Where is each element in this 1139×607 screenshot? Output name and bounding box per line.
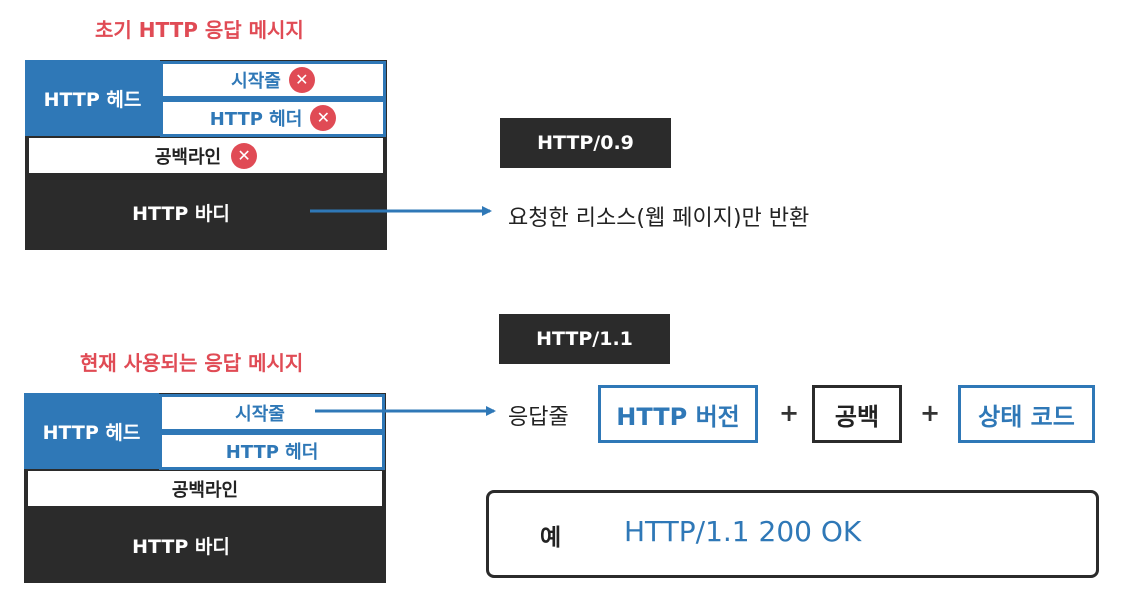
early-http-header-row: HTTP 헤더 ✕ (160, 99, 386, 137)
x-circle-icon: ✕ (288, 67, 315, 93)
version-tag-http11: HTTP/1.1 (499, 314, 670, 364)
current-http-head-label: HTTP 헤드 (24, 393, 159, 469)
early-http-head-label: HTTP 헤드 (25, 60, 160, 136)
current-http-body: HTTP 바디 (24, 509, 386, 581)
early-message-title: 초기 HTTP 응답 메시지 (95, 18, 304, 42)
component-status-code: 상태 코드 (958, 385, 1095, 443)
current-start-line-row: 시작줄 (159, 394, 385, 432)
component-space: 공백 (812, 385, 902, 443)
plus-sign-1: + (779, 399, 800, 427)
early-result-text: 요청한 리소스(웹 페이지)만 반환 (508, 206, 810, 231)
version-tag-http09: HTTP/0.9 (500, 118, 671, 168)
early-http-body-label: HTTP 바디 (132, 202, 230, 225)
example-label: 예 (540, 525, 562, 551)
current-http-header-row: HTTP 헤더 (159, 432, 385, 470)
early-http-body: HTTP 바디 (25, 176, 387, 248)
early-start-line-row: 시작줄 ✕ (160, 61, 386, 99)
x-circle-icon: ✕ (231, 142, 258, 169)
current-http-header-label: HTTP 헤더 (225, 442, 319, 463)
example-value: HTTP/1.1 200 OK (624, 515, 862, 548)
current-start-line-label: 시작줄 (235, 404, 285, 425)
current-http-body-label: HTTP 바디 (132, 535, 230, 558)
x-circle-icon: ✕ (310, 105, 337, 131)
component-http-version: HTTP 버전 (598, 385, 758, 443)
early-start-line-label: 시작줄 (231, 71, 281, 92)
early-blank-line-row: 공백라인 ✕ (29, 138, 383, 173)
early-http-header-label: HTTP 헤더 (209, 109, 303, 130)
response-line-label: 응답줄 (508, 405, 569, 430)
current-blank-line-row: 공백라인 (28, 471, 382, 506)
plus-sign-2: + (920, 399, 941, 427)
example-box (486, 490, 1099, 578)
current-blank-line-label: 공백라인 (171, 479, 239, 501)
early-blank-line-label: 공백라인 (154, 146, 222, 168)
current-message-title: 현재 사용되는 응답 메시지 (80, 351, 304, 375)
